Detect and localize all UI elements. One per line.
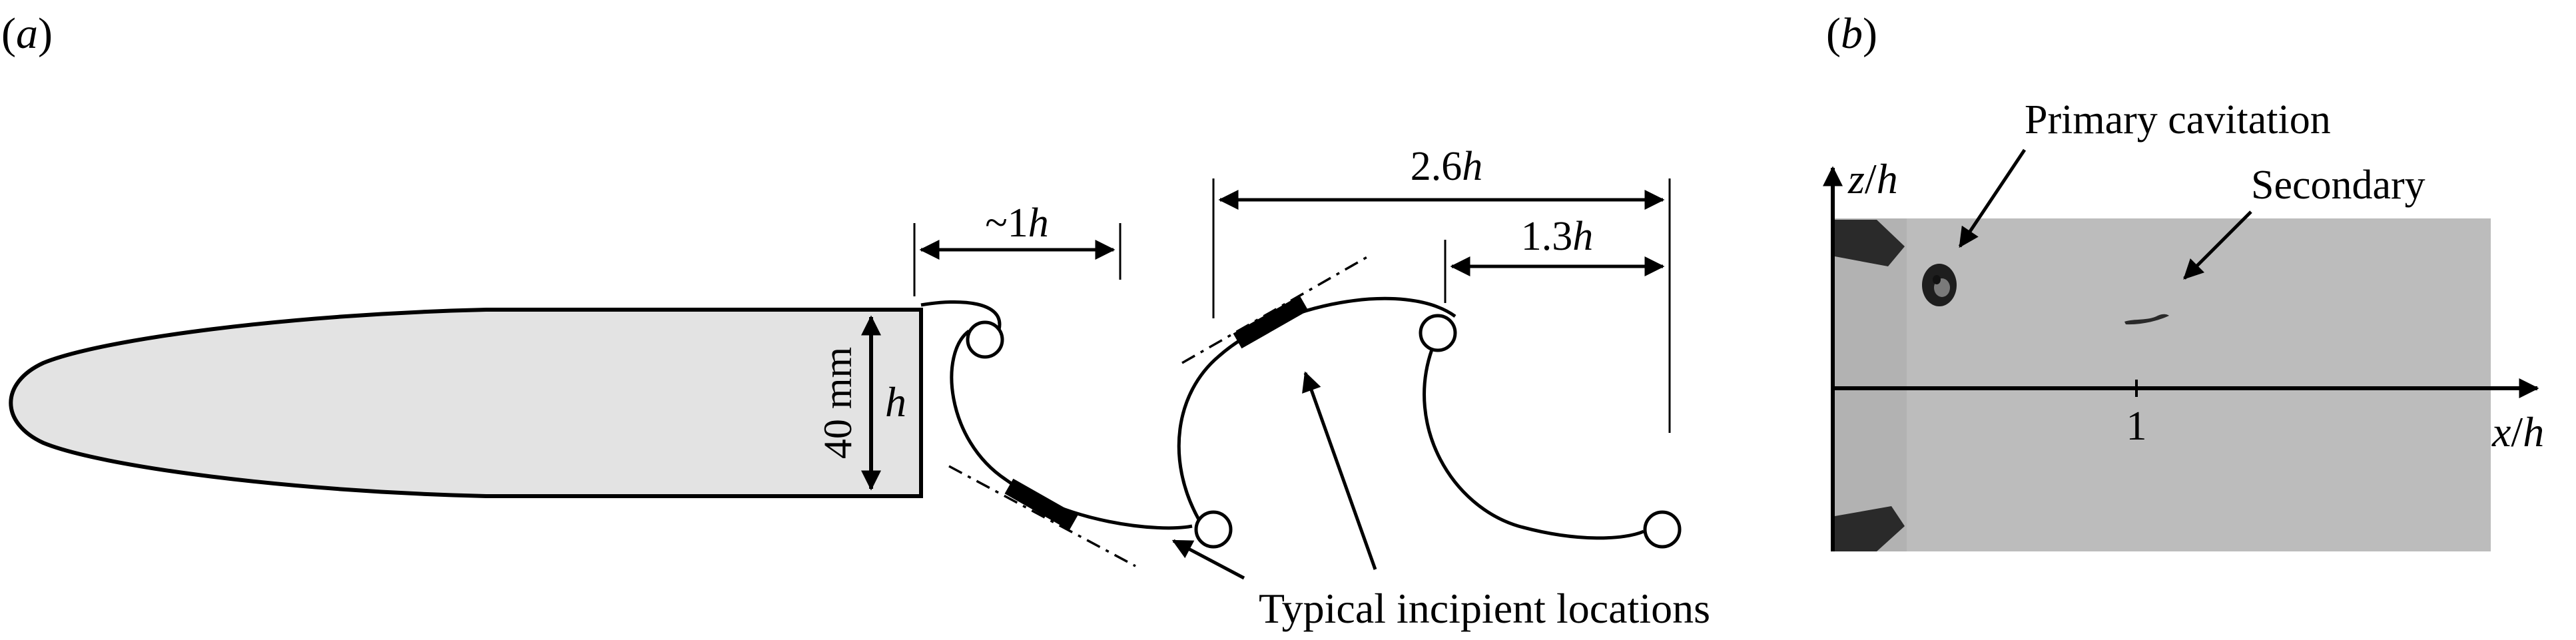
vortex-connector-1 [950,329,1193,530]
wavelength-dimension: 2.6h [1212,144,1671,433]
vortex-shear-layer-1 [920,300,1002,330]
half-wavelength-dimension: 1.3h [1444,214,1665,303]
incipient-callout-label: Typical incipient locations [1259,585,1710,632]
primary-cavity [1922,264,1957,306]
primary-cavitation-arrow [1958,149,2027,248]
vortex-connector-3 [1423,349,1644,540]
vortex-core-3 [1419,314,1457,352]
thickness-h-symbol: h [885,378,906,426]
incipient-marker-1 [948,465,1136,567]
panel-b-label: (b) [1826,9,1877,58]
panel-a: (a) 40 mm h [1,9,1710,632]
x-axis-tick-label: 1 [2126,404,2147,449]
vortex-core-2 [1194,510,1233,549]
photo-corner-bottom [1835,506,1905,551]
spacing-dimension-label: ~1h [985,200,1049,246]
secondary-cavity [2124,314,2169,325]
vortex-connector-2 [1177,296,1456,521]
half-wavelength-dimension-label: 1.3h [1521,214,1594,259]
photo-left-shade [1835,218,1907,551]
secondary-arrow [2183,210,2252,280]
secondary-label: Secondary [2251,162,2425,208]
vortex-core-4 [1643,510,1682,549]
x-axis-label: x/h [2491,408,2544,456]
incipient-callout: Typical incipient locations [1171,371,1710,632]
panel-a-label: (a) [1,9,53,58]
photo-corner-top [1835,220,1905,266]
hydrofoil [9,308,923,498]
incipient-marker-2 [1181,254,1371,364]
spacing-dimension: ~1h [913,200,1122,296]
panel-b: (b) 1 z/h x/h Primary cavitation Seconda… [1823,9,2544,551]
wavelength-dimension-label: 2.6h [1411,144,1483,189]
thickness-dimension-label: 40 mm [816,347,860,459]
vortex-sketches [920,296,1682,549]
vortex-core-1 [966,320,1004,359]
z-axis-label: z/h [1847,155,1898,202]
primary-cavitation-label: Primary cavitation [2025,97,2331,143]
